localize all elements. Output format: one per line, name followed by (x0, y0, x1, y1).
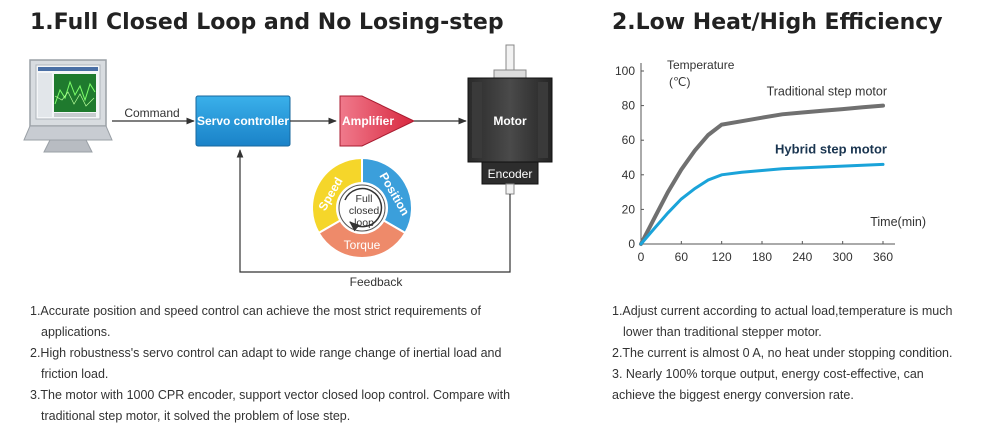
temperature-chart: 0 20 40 60 80 100 0 60 120 180 240 300 360 Temperat… (615, 58, 926, 264)
feedback-label: Feedback (350, 275, 404, 289)
y-axis-label-line2: (℃) (669, 75, 690, 89)
motor-label: Motor (493, 114, 527, 128)
y-tick-label: 60 (622, 133, 636, 147)
y-axis-label-line1: Temperature (667, 58, 735, 72)
x-axis-label: Time(min) (870, 215, 926, 229)
ring-segment-torque (317, 219, 407, 259)
feedback-arrow (236, 149, 511, 273)
servo-controller-block: Servo controller (195, 95, 291, 147)
encoder-label: Encoder (488, 167, 533, 181)
desc-line: traditional step motor, it solved the pr… (41, 409, 351, 423)
section-title-low-heat: 2.Low Heat/High Efficiency (612, 10, 943, 35)
x-tick-label: 240 (792, 250, 812, 264)
amplifier-block: Amplifier (339, 95, 416, 147)
amplifier-label: Amplifier (342, 114, 394, 128)
desc-line: 1.Accurate position and speed control ca… (30, 304, 481, 318)
y-tick-label: 0 (628, 237, 635, 251)
desc-line: 2.High robustness's servo control can ad… (30, 346, 502, 360)
x-tick-label: 0 (638, 250, 645, 264)
desc-line: applications. (41, 325, 111, 339)
closed-loop-ring: Full closed loop Speed Position Torque (311, 156, 413, 259)
x-tick-label: 60 (675, 250, 689, 264)
desc-line: lower than traditional stepper motor. (623, 325, 822, 339)
motor-block: Motor Encoder (467, 44, 553, 195)
desc-line: 2.The current is almost 0 A, no heat und… (612, 346, 953, 360)
desc-line: 3.The motor with 1000 CPR encoder, suppo… (30, 388, 511, 402)
ring-label-torque: Torque (344, 238, 381, 252)
x-tick-label: 180 (752, 250, 772, 264)
y-tick-label: 40 (622, 168, 636, 182)
loop-arrow-icon (344, 187, 383, 232)
ring-center-line3: loop (354, 217, 374, 229)
ring-segment-speed (311, 156, 363, 235)
motor-shaft-icon (505, 44, 515, 74)
x-tick-label: 300 (833, 250, 853, 264)
series-line-traditional (639, 103, 885, 246)
desc-line: friction load. (41, 367, 109, 381)
x-tick-label: 360 (873, 250, 893, 264)
y-tick-label: 80 (622, 99, 636, 113)
ring-segment-position (361, 156, 413, 235)
series-line-hybrid (639, 162, 885, 246)
servo-controller-label: Servo controller (197, 114, 289, 128)
y-tick-label: 20 (622, 202, 636, 216)
y-tick-label: 100 (615, 64, 635, 78)
ring-center-line2: closed (349, 205, 380, 217)
closed-loop-description: 1.Accurate position and speed control ca… (30, 301, 570, 427)
command-label: Command (124, 106, 179, 120)
section-title-closed-loop: 1.Full Closed Loop and No Losing-step (30, 10, 504, 35)
desc-line: achieve the biggest energy conversion ra… (612, 388, 854, 402)
computer-monitor-icon (23, 59, 113, 153)
series-label-hybrid: Hybrid step motor (775, 141, 887, 156)
desc-line: 1.Adjust current according to actual loa… (612, 304, 953, 318)
series-label-traditional: Traditional step motor (767, 85, 887, 99)
low-heat-description: 1.Adjust current according to actual loa… (612, 301, 992, 406)
x-tick-label: 120 (712, 250, 732, 264)
desc-line: 3. Nearly 100% torque output, energy cos… (612, 367, 924, 381)
ring-center-line1: Full (356, 193, 373, 205)
